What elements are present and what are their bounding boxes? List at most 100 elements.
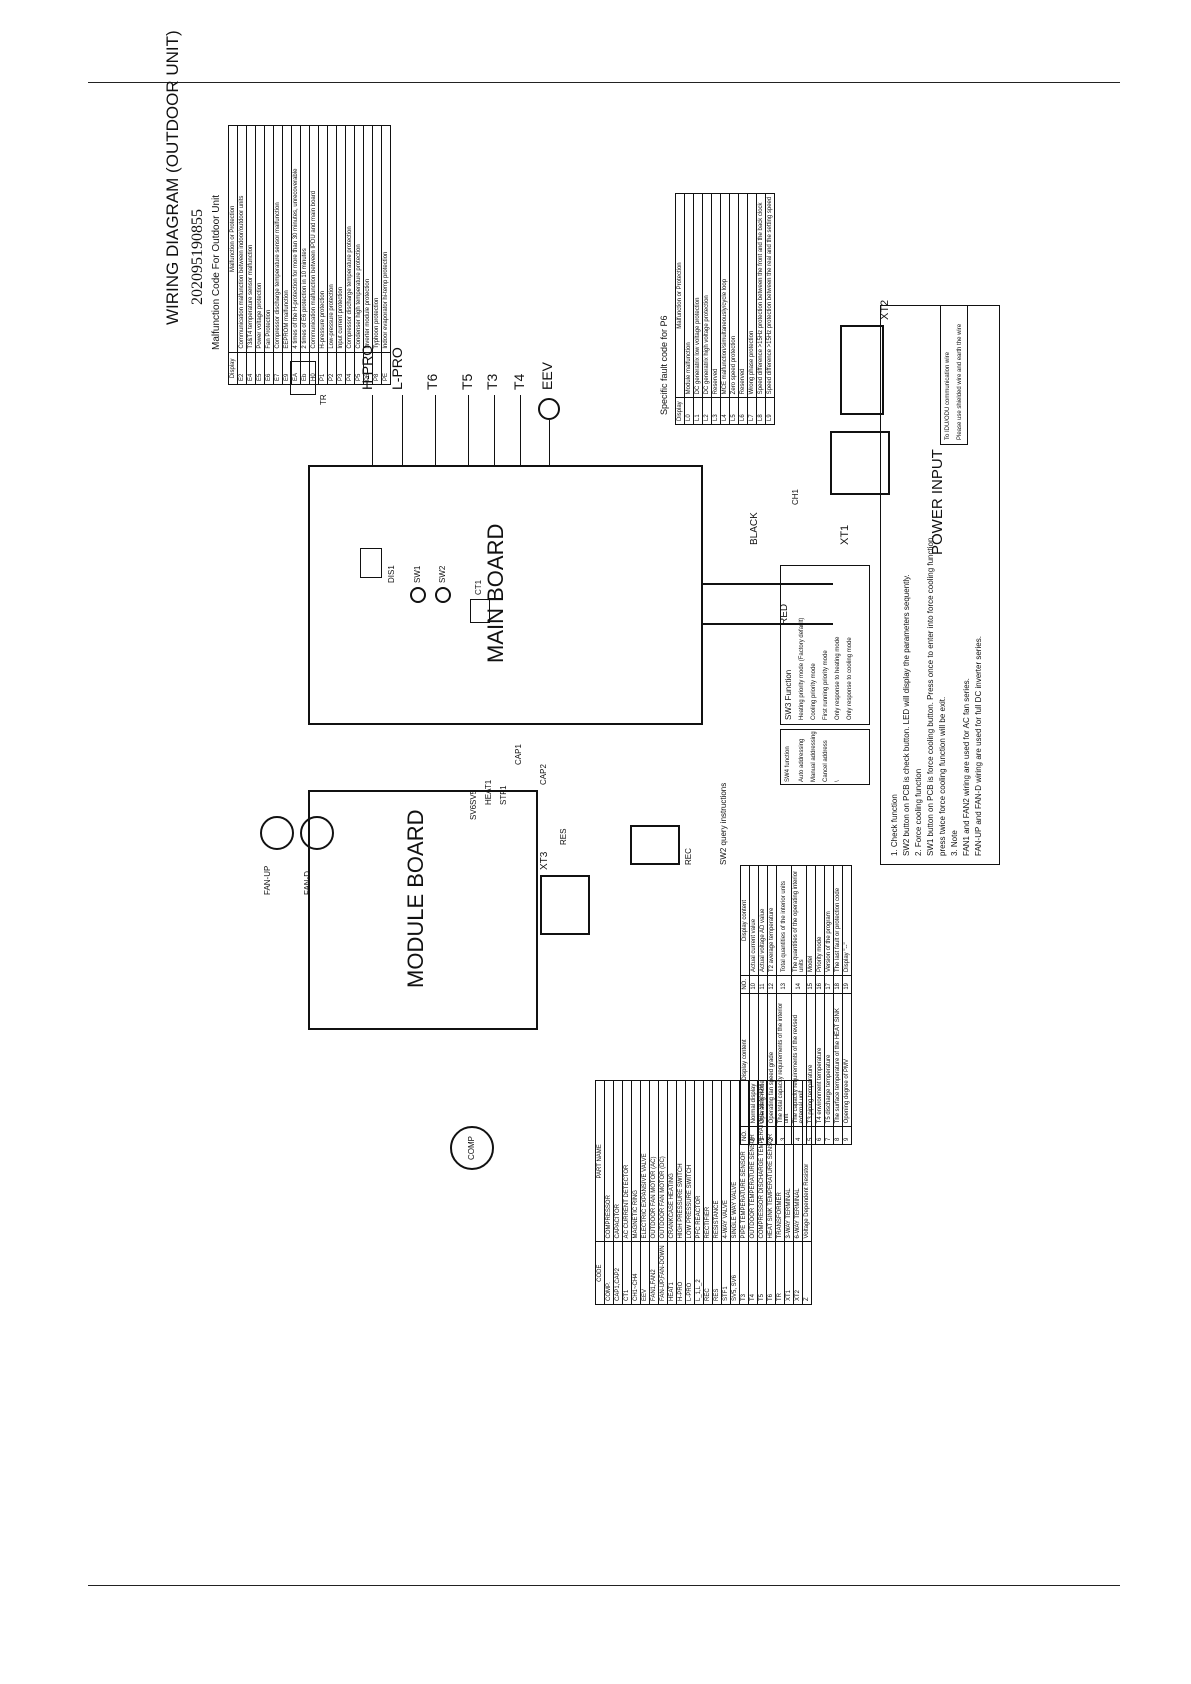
table-cell: Opening degree of PMV — [842, 993, 852, 1127]
table-cell: MCE malfunction/simultaneously/cycle loo… — [720, 193, 730, 398]
table-cell: T3 — [739, 1241, 749, 1305]
table-cell: Actual current value — [749, 865, 759, 976]
fan-up-label: FAN-UP — [263, 865, 272, 895]
table-cell: P2 — [327, 352, 337, 385]
sw3-row-5: Only response to cooling mode — [847, 637, 853, 720]
heat1-label: HEAT1 — [484, 779, 493, 805]
table-cell: 4-WAY VALVE — [721, 1080, 731, 1242]
table-cell: LOW PRESSURE SWITCH — [685, 1080, 695, 1242]
fan-d-label: FAN-D — [303, 871, 312, 895]
table-cell: 2 times of E6 protection in 10 minutes — [300, 125, 310, 353]
table-cell: The surface temperature of the HEAT SINK — [833, 993, 843, 1127]
table-cell: T3 piping temperature — [806, 993, 816, 1127]
table-cell: RES — [712, 1241, 722, 1305]
part-row: COMP.COMPRESSOR — [604, 1080, 614, 1305]
table-cell: Indoor evaporator hi-temp protection — [381, 125, 391, 353]
sw3-row-3: First running priority mode — [823, 650, 829, 720]
table-cell: CAPACITOR — [613, 1080, 623, 1242]
table-cell: OUTDOOR FAN MOTOR (DC) — [658, 1080, 668, 1242]
header-cell: Display content — [740, 865, 750, 976]
table-cell: RECTIFIER — [703, 1080, 713, 1242]
sw4-function-table: SW4 function Auto addressing Manual addr… — [780, 729, 870, 785]
table-cell: 7 — [824, 1126, 834, 1145]
sw3-row-4: Only response to heating mode — [835, 636, 841, 720]
table-cell: T4 — [748, 1241, 758, 1305]
h-pro-label: H-PRO — [359, 344, 375, 390]
table-cell: Operating mode — [758, 993, 768, 1127]
t3-lead — [494, 395, 495, 465]
tr-label: TR — [319, 394, 328, 405]
l-pro-lead — [402, 395, 403, 465]
table-cell: H-pressure protection — [318, 125, 328, 353]
t6-label: T6 — [424, 373, 440, 390]
sw4-row-3: Cancel address — [823, 740, 829, 782]
comp-label: COMP — [467, 1136, 476, 1160]
table-cell: 4 times of the H-protection for more tha… — [291, 125, 301, 353]
table-cell: 9 — [842, 1126, 852, 1145]
note-line-8: FAN-UP and FAN-D wiring are used for ful… — [974, 636, 983, 856]
table-cell: 17 — [824, 975, 834, 994]
table-cell: L1 — [693, 397, 703, 425]
table-cell: Speed difference >15Hz protection betwee… — [765, 193, 775, 398]
table-cell: L0 — [684, 397, 694, 425]
table-cell: L4 — [720, 397, 730, 425]
ct1-sensor — [470, 599, 490, 623]
sw1-button[interactable] — [410, 587, 426, 603]
table-cell: 10 — [749, 975, 759, 994]
table-cell: CT1 — [622, 1241, 632, 1305]
sw2-button[interactable] — [435, 587, 451, 603]
sw2-label: SW2 — [438, 565, 447, 583]
table-cell: E4 — [246, 352, 256, 385]
sv5-label: SV5 — [469, 789, 478, 805]
module-board: MODULE BOARD — [308, 790, 538, 1030]
table-cell: OUTDOOR FAN MOTOR (AC) — [649, 1080, 659, 1242]
stf1-label: STF1 — [499, 785, 508, 805]
table-cell: Compressor discharge temperature protect… — [345, 125, 355, 353]
table-cell: 5 — [806, 1126, 816, 1145]
table-cell: P1 — [318, 352, 328, 385]
sw4-row-4: \ — [835, 780, 841, 782]
table-cell: CRANKCASE HEATING — [667, 1080, 677, 1242]
header-cell: CODE — [595, 1241, 605, 1305]
table-cell: TR — [775, 1241, 785, 1305]
table-cell: REC — [703, 1241, 713, 1305]
rec-label: REC — [684, 848, 693, 865]
table-cell: Typhoon protection — [372, 125, 382, 353]
sv6-label: SV6 — [469, 804, 478, 820]
table-cell: Reserved — [738, 193, 748, 398]
table-cell: Model — [806, 865, 816, 976]
sw4-row-2: Manual addressing — [811, 731, 817, 782]
cap2-label: CAP2 — [539, 764, 548, 785]
main-board: MAIN BOARD DIS1 SW1 SW2 CT1 — [308, 465, 703, 725]
table-cell: The quantities of the operating interior… — [791, 865, 807, 976]
module-board-label: MODULE BOARD — [403, 809, 428, 988]
table-cell: The total capacity requirements of the i… — [776, 993, 792, 1127]
table-cell: Reserved — [711, 193, 721, 398]
sw3-title: SW3 Function — [784, 669, 793, 720]
table-cell: Wrong phase protection — [747, 193, 757, 398]
table-cell: 4 — [791, 1126, 807, 1145]
dis1-display — [360, 548, 382, 578]
note-line-1: 1. Check function — [890, 794, 899, 856]
note-line-4: SW1 button on PCB is force cooling butto… — [926, 535, 935, 856]
table-cell: CH1~CH4 — [631, 1241, 641, 1305]
